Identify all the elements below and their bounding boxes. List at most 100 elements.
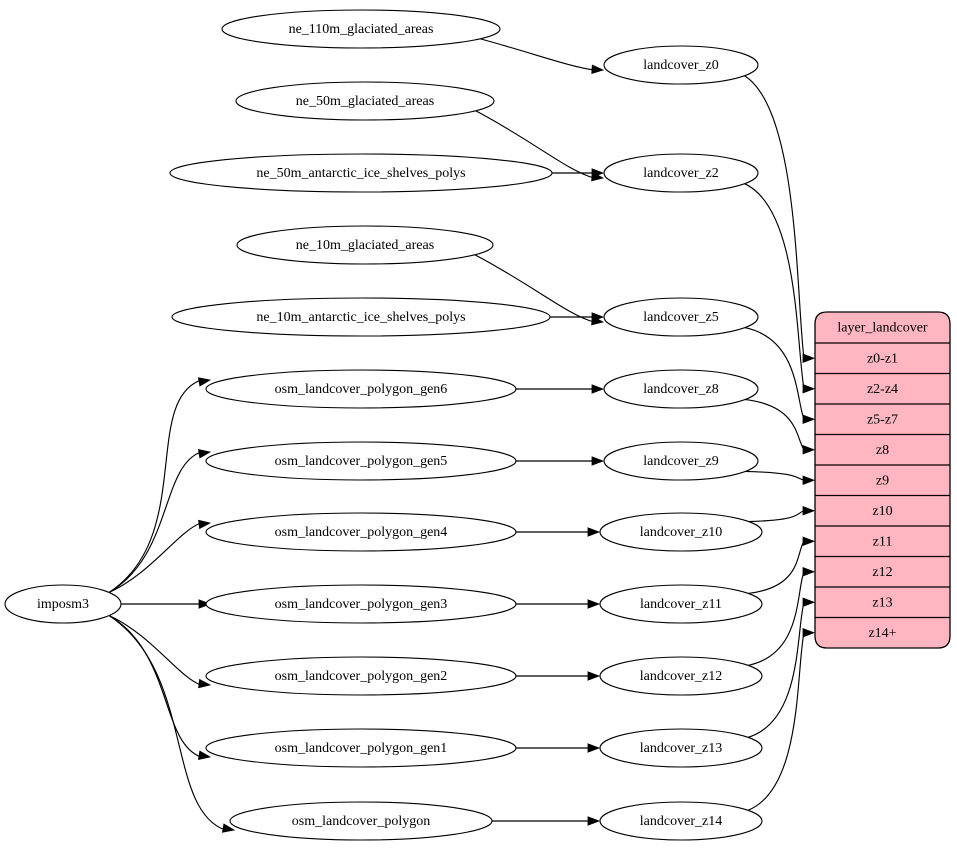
node-label: osm_landcover_polygon_gen5 [275, 454, 448, 469]
node-label: osm_landcover_polygon_gen2 [275, 669, 448, 684]
edge-osm_landcover_polygon_gen6-to-landcover_z8-arrowhead [591, 384, 605, 394]
node-ne_10m_glaciated_areas[interactable]: ne_10m_glaciated_areas [236, 225, 494, 265]
node-label: osm_landcover_polygon_gen6 [275, 382, 448, 397]
node-landcover_z5[interactable]: landcover_z5 [603, 297, 759, 337]
node-label: ne_50m_antarctic_ice_shelves_polys [256, 166, 465, 181]
edge-imposm3-to-osm_landcover_polygon_gen2 [109, 615, 202, 686]
edge-imposm3-to-osm_landcover_polygon_gen5-arrowhead [197, 449, 212, 459]
node-landcover_z13[interactable]: landcover_z13 [599, 728, 763, 768]
node-landcover_z9[interactable]: landcover_z9 [603, 441, 759, 481]
edge-ne_10m_antarctic_ice_shelves_polys-to-landcover_z5-arrowhead [591, 312, 605, 322]
edge-landcover_z5-to-z5-z7-arrowhead [802, 414, 816, 425]
edge-landcover_z13-to-z13 [747, 602, 805, 739]
edge-landcover_z10-to-z10-arrowhead [802, 505, 816, 516]
node-ne_110m_glaciated_areas[interactable]: ne_110m_glaciated_areas [221, 9, 501, 49]
node-ellipse [171, 297, 551, 337]
node-ellipse [599, 728, 763, 768]
node-ne_50m_antarctic_ice_shelves_polys[interactable]: ne_50m_antarctic_ice_shelves_polys [169, 153, 553, 193]
node-ellipse [603, 441, 759, 481]
edge-imposm3-to-osm_landcover_polygon_gen1-arrowhead [197, 750, 212, 760]
node-ellipse [599, 584, 763, 624]
node-label: landcover_z14 [640, 814, 722, 829]
node-label: imposm3 [37, 597, 89, 612]
node-label: landcover_z9 [643, 454, 718, 469]
node-ellipse [599, 656, 763, 696]
node-landcover_z2[interactable]: landcover_z2 [603, 153, 759, 193]
node-label: ne_10m_glaciated_areas [296, 238, 434, 253]
edge-imposm3-to-osm_landcover_polygon-arrowhead [221, 823, 236, 833]
edge-osm_landcover_polygon_gen1-to-landcover_z13-arrowhead [587, 743, 601, 753]
table-row-label-z8[interactable]: z8 [876, 443, 889, 458]
node-landcover_z14[interactable]: landcover_z14 [599, 801, 763, 841]
node-osm_landcover_polygon_gen6[interactable]: osm_landcover_polygon_gen6 [205, 369, 517, 409]
table-row-label-z14+[interactable]: z14+ [868, 626, 896, 641]
table-row-label-z9[interactable]: z9 [876, 473, 889, 488]
node-landcover_z0[interactable]: landcover_z0 [603, 45, 759, 85]
node-osm_landcover_polygon_gen4[interactable]: osm_landcover_polygon_gen4 [205, 512, 517, 552]
table-row-label-z5-z7[interactable]: z5-z7 [867, 412, 898, 427]
node-label: landcover_z12 [640, 669, 722, 684]
table-row-label-z13[interactable]: z13 [872, 595, 892, 610]
node-ellipse [205, 512, 517, 552]
nodes-layer: imposm3 ne_110m_glaciated_areas ne_50m_gla… [4, 9, 763, 841]
node-ellipse [603, 45, 759, 85]
edge-landcover_z2-to-z2-z4-arrowhead [802, 383, 816, 394]
node-ellipse [205, 369, 517, 409]
node-landcover_z10[interactable]: landcover_z10 [599, 512, 763, 552]
edge-ne_110m_glaciated_areas-to-landcover_z0 [480, 38, 595, 71]
node-osm_landcover_polygon_gen1[interactable]: osm_landcover_polygon_gen1 [205, 728, 517, 768]
node-osm_landcover_polygon_gen5[interactable]: osm_landcover_polygon_gen5 [205, 441, 517, 481]
node-ellipse [205, 728, 517, 768]
node-ellipse [229, 801, 493, 841]
edge-landcover_z12-to-z12 [747, 571, 805, 667]
edge-osm_landcover_polygon_gen3-to-landcover_z11-arrowhead [587, 599, 601, 609]
table-row-label-z11[interactable]: z11 [873, 534, 893, 549]
node-ellipse [235, 81, 495, 121]
node-ellipse [221, 9, 501, 49]
node-ne_10m_antarctic_ice_shelves_polys[interactable]: ne_10m_antarctic_ice_shelves_polys [171, 297, 551, 337]
edge-landcover_z13-to-z13-arrowhead [802, 597, 816, 608]
node-label: osm_landcover_polygon_gen4 [275, 525, 448, 540]
edge-imposm3-to-osm_landcover_polygon_gen4 [109, 522, 202, 593]
edge-imposm3-to-osm_landcover_polygon_gen6-arrowhead [197, 377, 212, 387]
node-osm_landcover_polygon[interactable]: osm_landcover_polygon [229, 801, 493, 841]
edge-osm_landcover_polygon-to-landcover_z14-arrowhead [587, 816, 601, 826]
edge-ne_10m_glaciated_areas-to-landcover_z5 [474, 254, 595, 323]
node-osm_landcover_polygon_gen3[interactable]: osm_landcover_polygon_gen3 [205, 584, 517, 624]
node-osm_landcover_polygon_gen2[interactable]: osm_landcover_polygon_gen2 [205, 656, 517, 696]
edge-landcover_z11-to-z11-arrowhead [802, 536, 816, 547]
edge-osm_landcover_polygon_gen5-to-landcover_z9-arrowhead [591, 456, 605, 466]
node-ellipse [599, 801, 763, 841]
table-row-label-z0-z1[interactable]: z0-z1 [867, 351, 898, 366]
node-label: osm_landcover_polygon [292, 814, 430, 829]
node-ellipse [205, 441, 517, 481]
edge-landcover_z0-to-z0-z1-arrowhead [802, 353, 816, 364]
table-header-label: layer_landcover [837, 321, 928, 336]
node-label: landcover_z0 [643, 58, 718, 73]
node-label: landcover_z10 [640, 525, 722, 540]
table-row-label-z2-z4[interactable]: z2-z4 [867, 382, 898, 397]
edge-landcover_z8-to-z8 [744, 398, 805, 451]
edge-osm_landcover_polygon_gen2-to-landcover_z12-arrowhead [587, 671, 601, 681]
node-ellipse [599, 512, 763, 552]
node-label: osm_landcover_polygon_gen3 [275, 597, 448, 612]
node-landcover_z12[interactable]: landcover_z12 [599, 656, 763, 696]
edge-ne_50m_antarctic_ice_shelves_polys-to-landcover_z2-arrowhead [591, 168, 605, 178]
node-imposm3[interactable]: imposm3 [4, 584, 122, 624]
edge-imposm3-to-osm_landcover_polygon_gen3-arrowhead [198, 599, 212, 609]
node-ellipse [603, 153, 759, 193]
node-landcover_z11[interactable]: landcover_z11 [599, 584, 763, 624]
edge-landcover_z0-to-z0-z1 [743, 74, 805, 359]
table-row-label-z12[interactable]: z12 [872, 565, 892, 580]
edge-landcover_z10-to-z10 [747, 510, 805, 523]
node-ellipse [236, 225, 494, 265]
table-row-label-z10[interactable]: z10 [872, 504, 892, 519]
table-background [814, 311, 951, 649]
node-landcover_z8[interactable]: landcover_z8 [603, 369, 759, 409]
node-label: landcover_z13 [640, 741, 722, 756]
node-ne_50m_glaciated_areas[interactable]: ne_50m_glaciated_areas [235, 81, 495, 121]
edges-layer [109, 38, 816, 833]
edge-imposm3-to-osm_landcover_polygon_gen6 [109, 379, 202, 593]
edge-imposm3-to-osm_landcover_polygon_gen4-arrowhead [198, 519, 212, 530]
